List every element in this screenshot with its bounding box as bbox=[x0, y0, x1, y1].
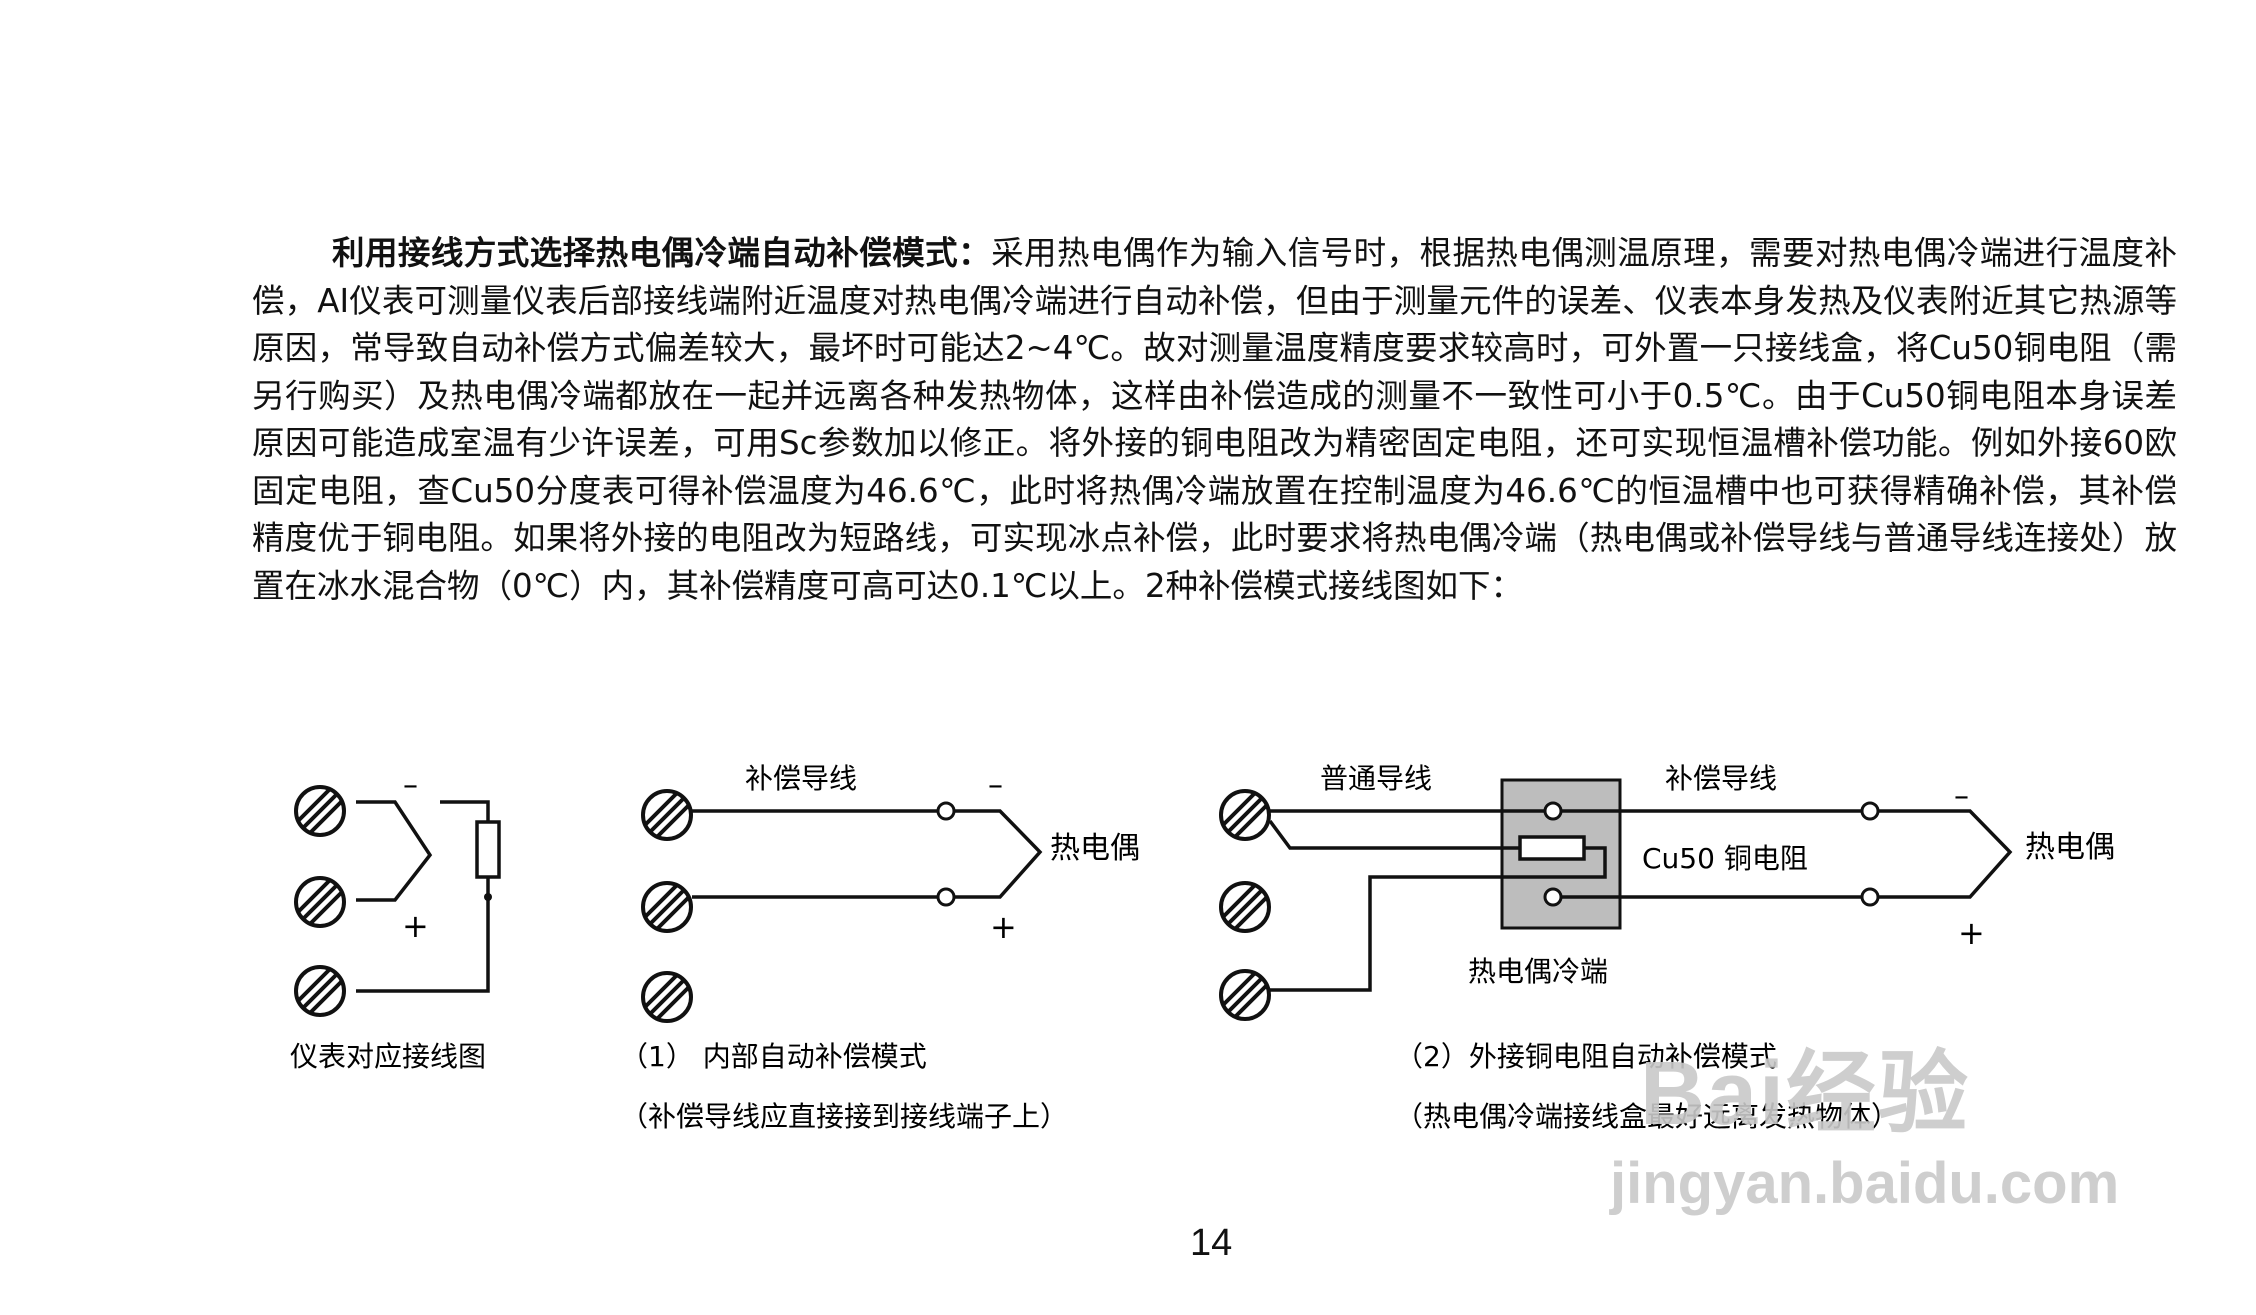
terminal-2-icon bbox=[294, 876, 346, 928]
terminal-1-icon bbox=[641, 789, 693, 841]
diagram-3-caption-line-2: （热电偶冷端接线盒最好远离发热物体） bbox=[1395, 1100, 1899, 1133]
wire-end-terminal-icon bbox=[1860, 887, 1880, 907]
diagram-3-resistor-label: Cu50 铜电阻 bbox=[1642, 842, 1808, 875]
watermark-url: jingyan.baidu.com bbox=[1610, 1151, 2120, 1216]
diagram-3-plus: + bbox=[1958, 914, 1985, 952]
diagram-1-plus: + bbox=[402, 907, 429, 945]
diagram-2-caption-line-2: （补偿导线应直接接到接线端子上） bbox=[620, 1100, 1068, 1133]
diagram-2-internal-compensation: 补偿导线 – + 热电偶 （1） 内部自动补偿模式 （补偿导线应直接接到接线端子… bbox=[620, 762, 1140, 1133]
diagram-2-caption-line-1: （1） 内部自动补偿模式 bbox=[620, 1040, 927, 1073]
wire-end-terminal-icon bbox=[1860, 801, 1880, 821]
diagram-2-wires bbox=[692, 809, 1043, 899]
junction-terminal-icon bbox=[1543, 801, 1563, 821]
diagram-2-plus: + bbox=[990, 908, 1017, 946]
diagram-3-caption-line-1: （2）外接铜电阻自动补偿模式 bbox=[1395, 1040, 1777, 1073]
diagram-3-comp-wire-label: 补偿导线 bbox=[1665, 762, 1777, 795]
page-number: 14 bbox=[1190, 1222, 1233, 1264]
diagram-3-wires bbox=[1268, 809, 2013, 992]
watermark-brand: Bai经验 bbox=[1640, 1044, 1971, 1144]
diagram-2-minus: – bbox=[988, 768, 1003, 803]
paragraph-body: 采用热电偶作为输入信号时，根据热电偶测温原理，需要对热电偶冷端进行温度补偿，AI… bbox=[252, 234, 2177, 605]
terminal-3-icon bbox=[1219, 969, 1271, 1021]
wire-end-terminal-icon bbox=[936, 887, 956, 907]
diagram-3-external-resistor-compensation: 普通导线 补偿导线 Cu50 铜电阻 热电偶冷端 热电偶 – + （2）外接铜电… bbox=[1219, 762, 2115, 1133]
terminal-1-icon bbox=[1219, 789, 1271, 841]
terminal-2-icon bbox=[641, 881, 693, 933]
diagram-3-minus: – bbox=[1954, 779, 1969, 814]
diagram-1-wires bbox=[356, 800, 501, 993]
junction-terminal-icon bbox=[1543, 887, 1563, 907]
diagram-1-minus: – bbox=[403, 768, 418, 803]
diagram-3-cold-end-label: 热电偶冷端 bbox=[1468, 955, 1608, 988]
diagram-3-normal-wire-label: 普通导线 bbox=[1320, 762, 1432, 795]
terminal-2-icon bbox=[1219, 881, 1271, 933]
description-paragraph: 利用接线方式选择热电偶冷端自动补偿模式：采用热电偶作为输入信号时，根据热电偶测温… bbox=[252, 230, 2177, 610]
paragraph-lead-title: 利用接线方式选择热电偶冷端自动补偿模式： bbox=[332, 234, 992, 272]
terminal-3-icon bbox=[641, 971, 693, 1023]
junction-dot bbox=[484, 893, 492, 901]
diagram-3-device-label: 热电偶 bbox=[2025, 830, 2115, 865]
diagram-1-caption: 仪表对应接线图 bbox=[290, 1040, 486, 1073]
diagram-1-instrument-wiring: – + 仪表对应接线图 bbox=[290, 768, 501, 1073]
diagram-2-wire-label: 补偿导线 bbox=[745, 762, 857, 795]
terminal-1-icon bbox=[294, 785, 346, 837]
terminal-3-icon bbox=[294, 965, 346, 1017]
wire-end-terminal-icon bbox=[936, 801, 956, 821]
baidu-jingyan-watermark: Bai经验 jingyan.baidu.com bbox=[1600, 1000, 2160, 1240]
diagram-2-device-label: 热电偶 bbox=[1050, 831, 1140, 866]
